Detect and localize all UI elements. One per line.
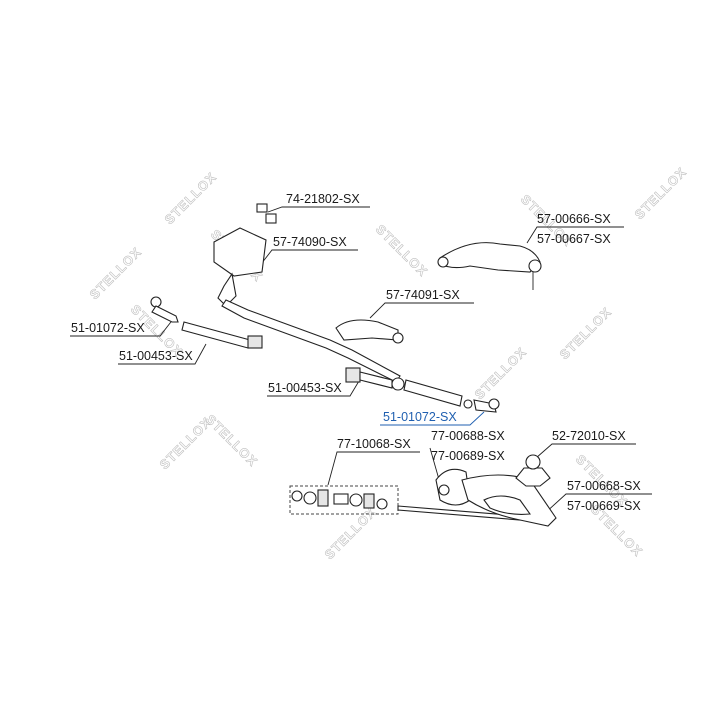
parts	[150, 203, 557, 527]
part-labels: 74-21802-SX 57-74090-SX 57-00666-SX 57-0…	[71, 192, 641, 513]
watermark-text: STELLOX	[87, 244, 145, 302]
right-tie-rod-nut	[463, 399, 473, 409]
right-tie-rod-ball	[488, 398, 500, 410]
bushing-washer	[303, 491, 317, 505]
bushing-washer	[291, 490, 303, 502]
label-57-74090[interactable]: 57-74090-SX	[273, 235, 347, 249]
watermark-text: STELLOX	[632, 164, 690, 222]
watermark-text: STELLOX	[373, 222, 431, 280]
label-51-00453-lower[interactable]: 51-00453-SX	[268, 381, 342, 395]
left-tie-rod-sleeve	[181, 321, 251, 349]
right-sleeve-clamp	[345, 367, 361, 383]
bushing-bottom	[265, 213, 277, 224]
upper-arm-bushing-front	[437, 256, 449, 268]
label-51-00453-upper[interactable]: 51-00453-SX	[119, 349, 193, 363]
watermark-text: STELLOX	[322, 504, 380, 562]
label-77-10068[interactable]: 77-10068-SX	[337, 437, 411, 451]
right-tie-rod-end	[473, 399, 497, 413]
ball-joint-stud	[525, 454, 541, 470]
label-57-00666[interactable]: 57-00666-SX	[537, 212, 611, 226]
lower-arm-bushing-hole	[438, 484, 450, 496]
bushing-washer	[349, 493, 363, 507]
label-57-00667[interactable]: 57-00667-SX	[537, 232, 611, 246]
lower-arm-inner	[483, 495, 532, 515]
right-tie-rod-sleeve	[359, 371, 393, 389]
right-sleeve-nut	[391, 377, 405, 391]
label-77-00688[interactable]: 77-00688-SX	[431, 429, 505, 443]
upper-control-arm	[439, 242, 541, 273]
watermark-text: STELLOX	[472, 344, 530, 402]
left-sleeve-clamp	[247, 335, 263, 349]
bushing-sleeve	[333, 493, 349, 505]
label-52-72010[interactable]: 52-72010-SX	[552, 429, 626, 443]
label-57-00668[interactable]: 57-00668-SX	[567, 479, 641, 493]
label-51-01072-highlight[interactable]: 51-01072-SX	[383, 410, 457, 424]
bushing-top	[256, 203, 268, 213]
watermark-text: STELLOX	[162, 169, 220, 227]
bushing-washer	[376, 498, 388, 510]
right-tie-rod-tube	[403, 379, 463, 407]
bushing-rubber	[363, 493, 375, 509]
watermark-text: STELLOX	[203, 412, 261, 470]
label-77-00689[interactable]: 77-00689-SX	[431, 449, 505, 463]
bushing-rubber	[317, 489, 329, 507]
ball-joint-flange	[515, 467, 551, 487]
watermark-text: STELLOX	[557, 304, 615, 362]
label-51-01072-left[interactable]: 51-01072-SX	[71, 321, 145, 335]
idler-arm	[217, 272, 237, 307]
label-74-21802[interactable]: 74-21802-SX	[286, 192, 360, 206]
pitman-arm	[335, 319, 399, 341]
label-57-74091[interactable]: 57-74091-SX	[386, 288, 460, 302]
upper-arm-bushing-rear	[528, 259, 542, 273]
bushing-kit-box	[289, 485, 399, 515]
left-tie-rod-end	[151, 305, 179, 323]
label-57-00669[interactable]: 57-00669-SX	[567, 499, 641, 513]
pitman-ball-stud	[392, 332, 404, 344]
leader-lines	[70, 206, 652, 515]
idler-bracket	[213, 227, 267, 277]
